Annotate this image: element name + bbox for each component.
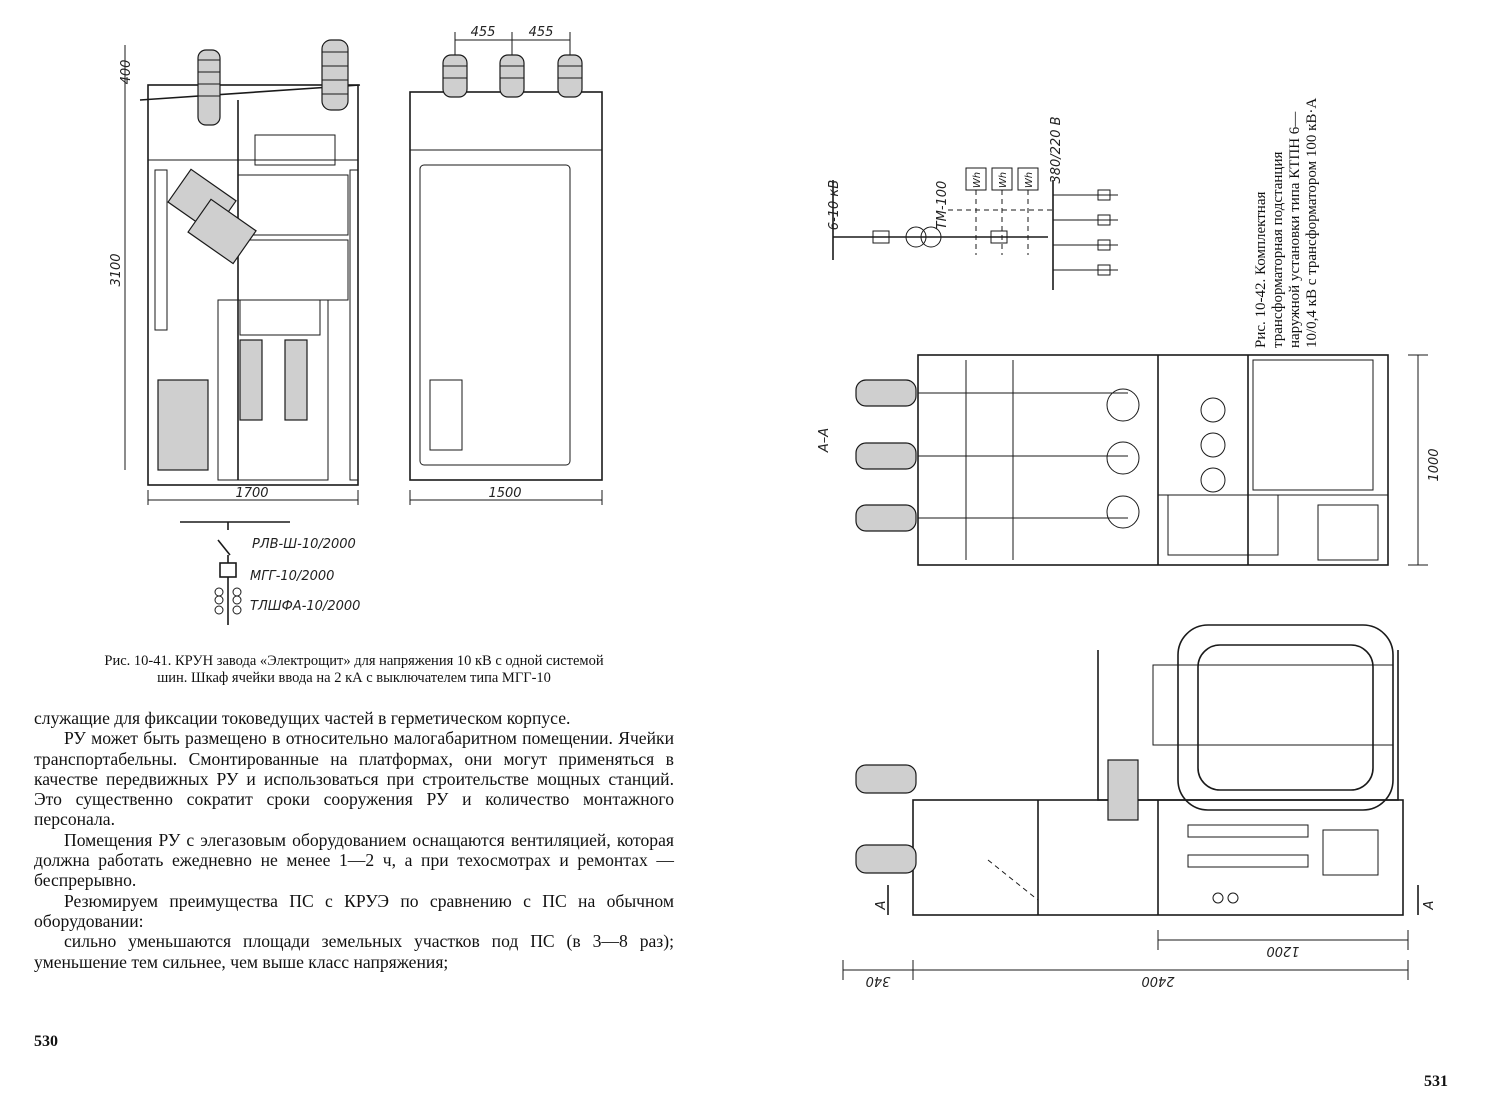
section-label-a-a: А–А: [817, 428, 832, 453]
breaker-symbol-icon: [219, 562, 237, 578]
dim-400: 400: [119, 60, 134, 85]
arrow-label-a-right: А: [1422, 901, 1437, 911]
figure-10-42-drawing: 6-10 кВ ТМ-100 380/220 В Wh Wh Wh: [817, 116, 1442, 988]
figure-10-42-caption: Рис. 10-42. Комплектная трансформаторная…: [1253, 97, 1320, 348]
bushing-front-1-icon: [442, 54, 468, 98]
paragraph-2: РУ может быть размещено в относительно м…: [34, 728, 674, 830]
bushing-front-2-icon: [499, 54, 525, 98]
dim-1700: 1700: [235, 486, 268, 501]
label-tlshfa: ТЛШФА-10/2000: [250, 599, 360, 614]
figure-10-41-drawing: 400 3100 1700: [109, 25, 603, 625]
page-number-right: 531: [1424, 1073, 1448, 1090]
paragraph-3: Помещения РУ с элегазовым оборудованием …: [34, 829, 674, 891]
label-mgg: МГГ-10/2000: [250, 569, 334, 584]
arrow-label-a-left: А: [874, 901, 889, 911]
single-line-schematic: [180, 521, 290, 625]
bushing-left-icon: [197, 49, 221, 126]
ktpn-schematic: [832, 167, 1118, 290]
dim-1000: 1000: [1427, 448, 1442, 481]
right-page: 6-10 кВ ТМ-100 380/220 В Wh Wh Wh: [748, 0, 1495, 1094]
bushing-front-3-icon: [557, 54, 583, 98]
label-6-10kv: 6-10 кВ: [827, 180, 842, 230]
bushing-row-icon: [855, 379, 917, 532]
label-tm100: ТМ-100: [935, 181, 950, 230]
krun-front-view: [409, 32, 603, 505]
left-page: 400 3100 1700: [34, 25, 674, 1050]
figure-10-41-caption: Рис. 10-41. КРУН завода «Электрощит» для…: [104, 653, 604, 686]
bushing-right-icon: [321, 39, 349, 111]
paragraph-4: Резюмируем преимущества ПС с КРУЭ по сра…: [34, 890, 674, 931]
breaker-icon: [167, 168, 257, 265]
label-rlv: РЛВ-Ш-10/2000: [252, 537, 356, 552]
bushing-lower-icon: [855, 764, 917, 874]
label-wh-1: Wh: [972, 172, 983, 188]
dim-2400: 2400: [1141, 973, 1174, 988]
dim-3100: 3100: [109, 253, 124, 286]
dim-455-right: 455: [529, 25, 554, 40]
paragraph-5: сильно уменьшаются площади земельных уча…: [34, 931, 674, 972]
plan-view: [842, 624, 1419, 980]
transformer-outline: [1177, 624, 1394, 811]
label-wh-2: Wh: [998, 172, 1009, 188]
dim-1200: 1200: [1266, 943, 1299, 958]
dim-340: 340: [866, 973, 891, 988]
left-body-text: служащие для фиксации токоведущих частей…: [34, 708, 674, 972]
krun-side-view: [124, 39, 361, 505]
paragraph-1: служащие для фиксации токоведущих частей…: [34, 708, 571, 728]
label-wh-3: Wh: [1024, 172, 1035, 188]
page-number-left: 530: [34, 1033, 58, 1050]
section-a-a-view: [855, 354, 1428, 566]
dim-1500: 1500: [488, 486, 521, 501]
dim-455-left: 455: [471, 25, 496, 40]
label-380-220v: 380/220 В: [1049, 116, 1064, 183]
